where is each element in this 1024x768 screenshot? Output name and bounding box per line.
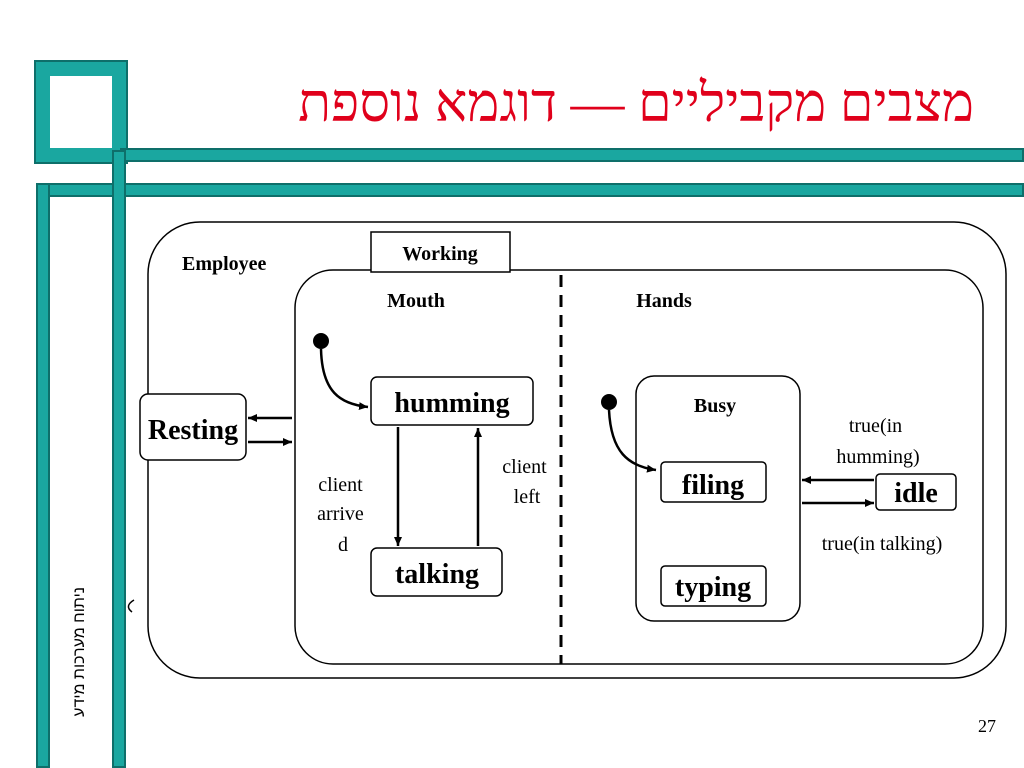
label-client-arrived-line3: d (338, 534, 348, 556)
state-typing-label: typing (675, 572, 751, 603)
employee-label: Employee (182, 253, 267, 275)
label-client-left-line2: left (514, 486, 541, 508)
slide-title: מצבים מקביליים — דוגמא נוספת (298, 73, 974, 133)
state-filing (660, 461, 767, 503)
state-typing (660, 565, 767, 607)
state-humming (370, 376, 534, 426)
frame-left-bar (36, 183, 50, 768)
region-mouth-label: Mouth (387, 290, 445, 312)
state-resting-label: Resting (148, 415, 238, 446)
state-humming-label: humming (394, 388, 509, 419)
frame-top-square (34, 60, 128, 164)
region-hands-label: Hands (636, 290, 692, 312)
working-label: Working (402, 243, 478, 265)
state-idle-label: idle (894, 478, 938, 509)
label-client-left: client left (502, 456, 551, 508)
state-resting (139, 393, 247, 461)
label-client-arrived-line2: arrive (317, 503, 364, 525)
state-talking-label: talking (395, 559, 479, 590)
working-tab (370, 231, 511, 273)
label-client-left-line1: client (502, 456, 547, 478)
label-client-arrived: client arrive d (317, 474, 369, 556)
state-talking (370, 547, 503, 597)
arrow-mouth-initial (319, 348, 369, 411)
arrow-hands-initial (607, 409, 657, 473)
label-true-in-humming-line2: humming) (836, 446, 919, 468)
frame-inner-left-bar (112, 150, 126, 768)
label-client-arrived-line1: client (318, 474, 363, 496)
state-filing-label: filing (682, 470, 744, 501)
mouth-initial-state (313, 333, 329, 349)
state-idle (875, 473, 957, 511)
bracket-mark (127, 599, 135, 613)
label-true-in-humming-line1: true(in (849, 415, 902, 437)
state-busy-label: Busy (694, 395, 736, 417)
label-true-in-humming: true(in humming) (836, 415, 919, 468)
page-number: 27 (978, 716, 996, 736)
hands-initial-state (601, 394, 617, 410)
label-true-in-talking: true(in talking) (822, 533, 943, 555)
